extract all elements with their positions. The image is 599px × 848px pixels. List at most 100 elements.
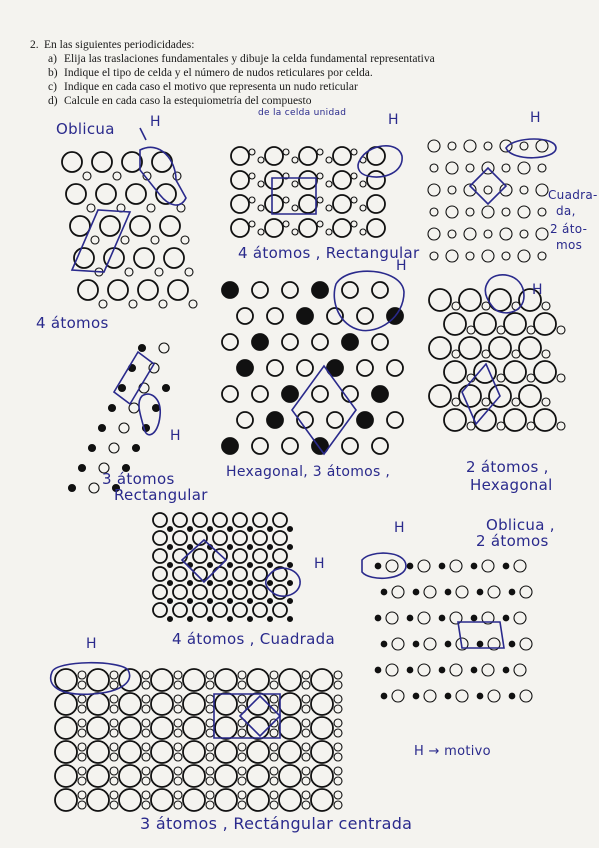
atom-small: [269, 766, 279, 776]
atom-large: [252, 512, 268, 528]
atom-small: [286, 561, 294, 569]
atom: [386, 411, 404, 429]
unit-cell: [291, 364, 357, 456]
atom-small: [444, 640, 452, 648]
p1-count: 4 átomos: [36, 314, 109, 332]
atom-small: [556, 421, 566, 431]
atom-small: [269, 704, 279, 714]
item-d-text: Calcule en cada caso la estequiometría d…: [64, 95, 312, 107]
atom: [517, 249, 531, 263]
atom-large: [503, 360, 527, 384]
atom-small: [109, 790, 119, 800]
atom-small: [237, 670, 247, 680]
atom-small: [266, 579, 274, 587]
atom-small: [141, 800, 151, 810]
atom-large: [458, 384, 482, 408]
atom-small: [205, 694, 215, 704]
atom-small: [291, 228, 299, 236]
atom-small: [282, 148, 290, 156]
atom-small: [316, 220, 324, 228]
item-c-text: Indique en cada caso el motivo que repre…: [64, 81, 358, 93]
item-b-text: Indique el tipo de celda y el número de …: [64, 67, 373, 79]
atom: [151, 403, 161, 413]
atom-large: [366, 194, 386, 214]
atom-large: [298, 170, 318, 190]
atom-small: [359, 180, 367, 188]
atom-large: [246, 692, 270, 716]
atom-small: [266, 597, 274, 605]
atom-large: [212, 584, 228, 600]
atom-large: [182, 764, 206, 788]
atom-large: [86, 692, 110, 716]
atom-large: [455, 637, 469, 651]
atom: [111, 483, 121, 493]
atom-large: [54, 788, 78, 812]
atom-small: [470, 562, 478, 570]
atom-small: [109, 742, 119, 752]
atom-small: [141, 766, 151, 776]
atom: [465, 251, 475, 261]
atom-large: [246, 740, 270, 764]
atom: [251, 333, 269, 351]
atom-small: [286, 543, 294, 551]
atom-small: [502, 562, 510, 570]
atom: [483, 229, 493, 239]
atom-large: [73, 247, 95, 269]
atom-small: [173, 766, 183, 776]
atom-large: [488, 384, 512, 408]
atom: [519, 229, 529, 239]
atom-large: [310, 740, 334, 764]
atom-large: [455, 585, 469, 599]
atom: [535, 139, 549, 153]
atom-small: [438, 614, 446, 622]
atom-small: [205, 728, 215, 738]
atom-large: [252, 602, 268, 618]
atom-small: [173, 670, 183, 680]
p8-legend: H → motivo: [414, 744, 491, 759]
atom-small: [556, 373, 566, 383]
atom-small: [333, 742, 343, 752]
atom-small: [226, 579, 234, 587]
atom-large: [118, 668, 142, 692]
atom-small: [237, 680, 247, 690]
atom-large: [310, 716, 334, 740]
motif-outline: [505, 138, 557, 159]
atom-large: [129, 215, 151, 237]
atom-large: [246, 764, 270, 788]
unit-cell: [213, 693, 281, 739]
atom-small: [141, 752, 151, 762]
atom-large: [481, 663, 495, 677]
atom: [371, 333, 389, 351]
atom-small: [109, 728, 119, 738]
atom-small: [77, 766, 87, 776]
atom-large: [513, 559, 527, 573]
atom-small: [412, 588, 420, 596]
atom: [463, 227, 477, 241]
atom-large: [423, 689, 437, 703]
atom-small: [301, 790, 311, 800]
atom-small: [206, 597, 214, 605]
atom-small: [266, 561, 274, 569]
atom-large: [152, 548, 168, 564]
atom: [499, 227, 513, 241]
atom-small: [237, 790, 247, 800]
atom-large: [54, 740, 78, 764]
atom-large: [503, 408, 527, 432]
atom-large: [118, 716, 142, 740]
unit-cell: [112, 350, 156, 406]
atom-large: [118, 692, 142, 716]
p3-side-4: mos: [556, 238, 583, 252]
atom: [447, 229, 457, 239]
atom: [481, 161, 495, 175]
atom-large: [278, 764, 302, 788]
atom-small: [257, 156, 265, 164]
atom-small: [269, 718, 279, 728]
atom-small: [109, 766, 119, 776]
atom-small: [237, 776, 247, 786]
atom-small: [166, 597, 174, 605]
arrow-h: [139, 127, 147, 141]
atom-large: [264, 146, 284, 166]
atom: [356, 411, 374, 429]
atom-small: [120, 235, 130, 245]
atom: [266, 359, 284, 377]
